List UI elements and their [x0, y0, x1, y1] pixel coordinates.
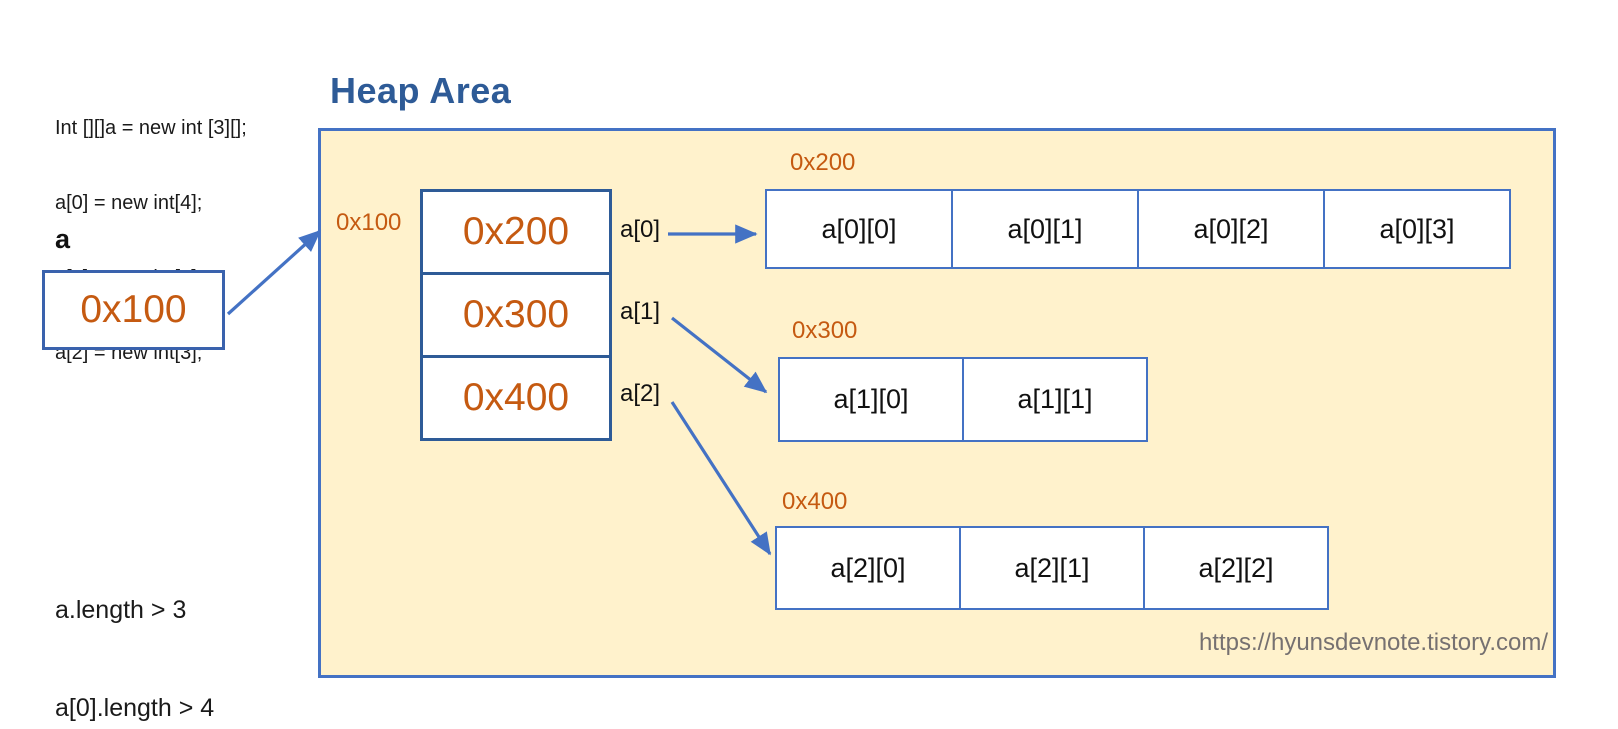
array-row-0: a[0][0] a[0][1] a[0][2] a[0][3]	[765, 189, 1511, 269]
heap-area-title: Heap Area	[330, 70, 512, 111]
array-row-2: a[2][0] a[2][1] a[2][2]	[775, 526, 1329, 610]
pointer-cell-2-value: 0x400	[462, 376, 570, 419]
code-line-2: a[0] = new int[4];	[55, 192, 203, 214]
ref-label-a2: a[2]	[620, 380, 661, 407]
array-cell: a[2][0]	[775, 526, 961, 610]
pointer-cell-0-value: 0x200	[462, 210, 570, 253]
array-cell: a[1][0]	[778, 357, 964, 442]
ref-label-a0: a[0]	[620, 216, 661, 243]
address-label-row-0: 0x200	[790, 149, 856, 176]
ref-label-a1: a[1]	[620, 298, 661, 325]
watermark-url: https://hyunsdevnote.tistory.com/	[1198, 629, 1548, 656]
array-cell: a[0][2]	[1137, 189, 1325, 269]
pointer-array: 0x200 0x300 0x400	[420, 189, 612, 441]
length-note-2: a[0].length > 4	[55, 693, 215, 722]
length-note-1: a.length > 3	[55, 596, 187, 624]
address-label-row-1: 0x300	[792, 317, 858, 344]
code-snippet: Int [][]a = new int [3][]; a[0] = new in…	[55, 66, 247, 416]
length-notes: a.length > 3 a[0].length > 4 a[1].length…	[55, 529, 214, 729]
array-cell: a[2][2]	[1143, 526, 1329, 610]
array-cell: a[0][1]	[951, 189, 1139, 269]
address-label-row-2: 0x400	[782, 488, 848, 515]
stack-variable-value: 0x100	[80, 288, 187, 331]
array-cell: a[0][3]	[1323, 189, 1511, 269]
array-cell: a[2][1]	[959, 526, 1145, 610]
stack-variable-label: a	[55, 224, 71, 254]
pointer-cell-2: 0x400	[423, 358, 609, 438]
pointer-cell-1: 0x300	[423, 275, 609, 358]
array-row-1: a[1][0] a[1][1]	[778, 357, 1148, 442]
pointer-cell-0: 0x200	[423, 192, 609, 275]
stack-variable-box: 0x100	[42, 270, 225, 350]
pointer-cell-1-value: 0x300	[462, 293, 570, 336]
array-cell: a[0][0]	[765, 189, 953, 269]
array-cell: a[1][1]	[962, 357, 1148, 442]
address-label-pointer-array: 0x100	[336, 209, 402, 236]
code-line-1: Int [][]a = new int [3][];	[55, 117, 247, 139]
